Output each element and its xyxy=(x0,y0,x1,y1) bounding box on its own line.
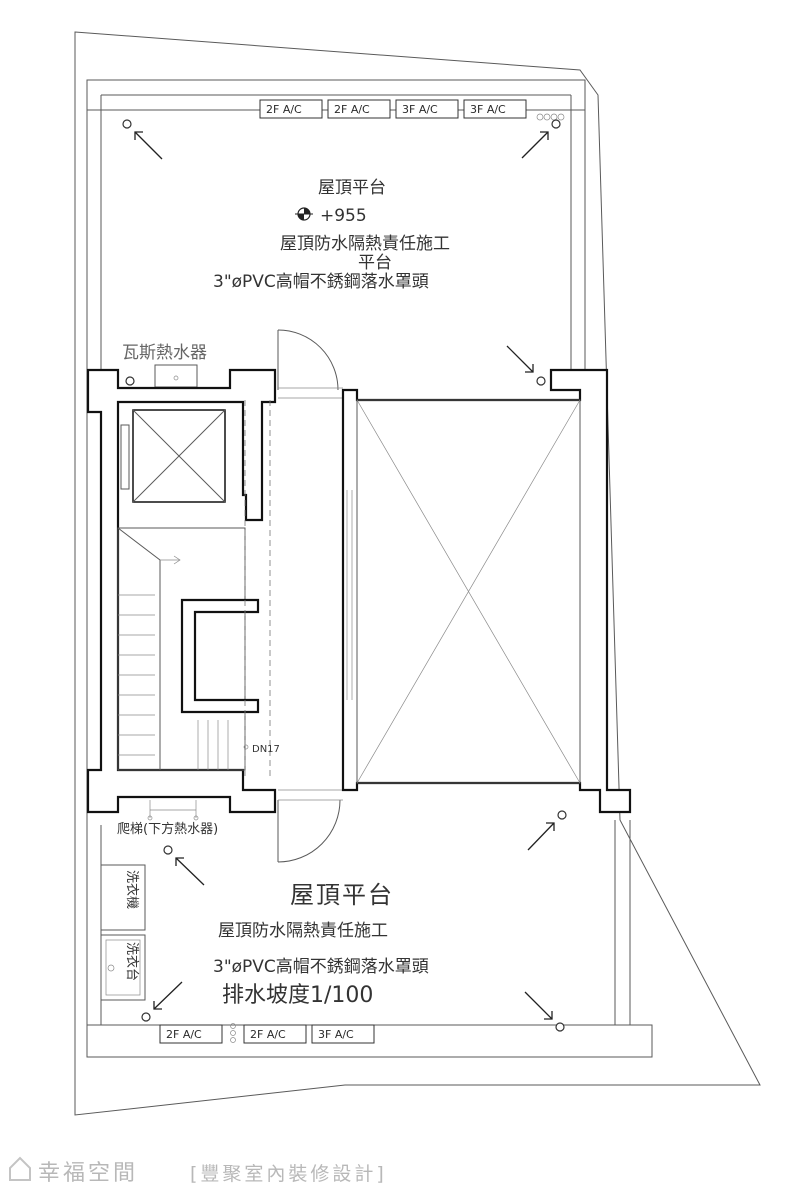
bottom-slope-note: 排水坡度1/100 xyxy=(222,983,373,1008)
top-ac-label-1: 2F A/C xyxy=(266,103,302,116)
ladder-note: 爬梯(下方熱水器) xyxy=(117,821,218,837)
bottom-drain-note: 3"øPVC高帽不銹鋼落水罩頭 xyxy=(213,957,429,977)
drain-bottom-right-lower xyxy=(524,991,565,1032)
drain-bottom-left-lower xyxy=(141,981,183,1022)
drain-top-right xyxy=(521,119,561,159)
washer-label: 洗衣機 xyxy=(124,870,140,909)
vent-circles-top xyxy=(536,113,565,121)
drain-bottom-right-upper xyxy=(527,810,567,851)
elevation-marker-icon xyxy=(295,207,313,221)
open-void xyxy=(356,399,581,784)
stair-core-wall xyxy=(180,598,260,714)
door-top xyxy=(277,329,343,399)
elevator-door xyxy=(120,424,130,490)
drain-top-left xyxy=(122,119,163,160)
drain-mid-right xyxy=(506,345,546,386)
top-drain-note: 3"øPVC高帽不銹鋼落水罩頭 xyxy=(213,272,429,292)
house-logo-icon xyxy=(9,1156,31,1181)
brand-name: 幸福空間 xyxy=(38,1161,138,1186)
top-overlap-text: 平台 xyxy=(358,253,392,273)
bottom-ac-units: 2F A/C 2F A/C 3F A/C xyxy=(159,1023,375,1044)
washer-unit xyxy=(100,864,146,931)
top-waterproof-note: 屋頂防水隔熱責任施工 xyxy=(280,234,450,254)
door-bottom xyxy=(277,789,343,863)
bottom-ac-label-1: 2F A/C xyxy=(166,1028,202,1041)
top-area-title: 屋頂平台 xyxy=(318,178,386,198)
gas-heater-label: 瓦斯熱水器 xyxy=(122,343,207,363)
top-ac-label-2: 2F A/C xyxy=(334,103,370,116)
right-core-walls xyxy=(341,368,632,814)
drain-bottom-left-upper xyxy=(163,845,205,886)
ladder xyxy=(147,800,199,821)
sink-label: 洗衣台 xyxy=(124,942,140,981)
drain-mid-left xyxy=(125,376,135,386)
bottom-ac-label-3: 3F A/C xyxy=(318,1028,354,1041)
designer-name: [豐聚室內裝修設計] xyxy=(190,1163,387,1185)
site-boundary xyxy=(74,31,761,1116)
brand-watermark: 幸福空間 [豐聚室內裝修設計] xyxy=(9,1156,387,1186)
sink-unit xyxy=(100,934,146,1001)
bottom-ac-label-2: 2F A/C xyxy=(250,1028,286,1041)
stair xyxy=(117,527,246,771)
sink-drain-icon xyxy=(107,964,115,972)
downpipe-label: DN17 xyxy=(252,744,280,755)
top-ac-label-4: 3F A/C xyxy=(470,103,506,116)
top-ac-units: 2F A/C 2F A/C 3F A/C 3F A/C xyxy=(259,99,527,119)
bottom-area-title: 屋頂平台 xyxy=(290,881,394,909)
top-ac-label-3: 3F A/C xyxy=(402,103,438,116)
bottom-waterproof-note: 屋頂防水隔熱責任施工 xyxy=(218,921,388,941)
top-elevation: +955 xyxy=(320,206,367,226)
